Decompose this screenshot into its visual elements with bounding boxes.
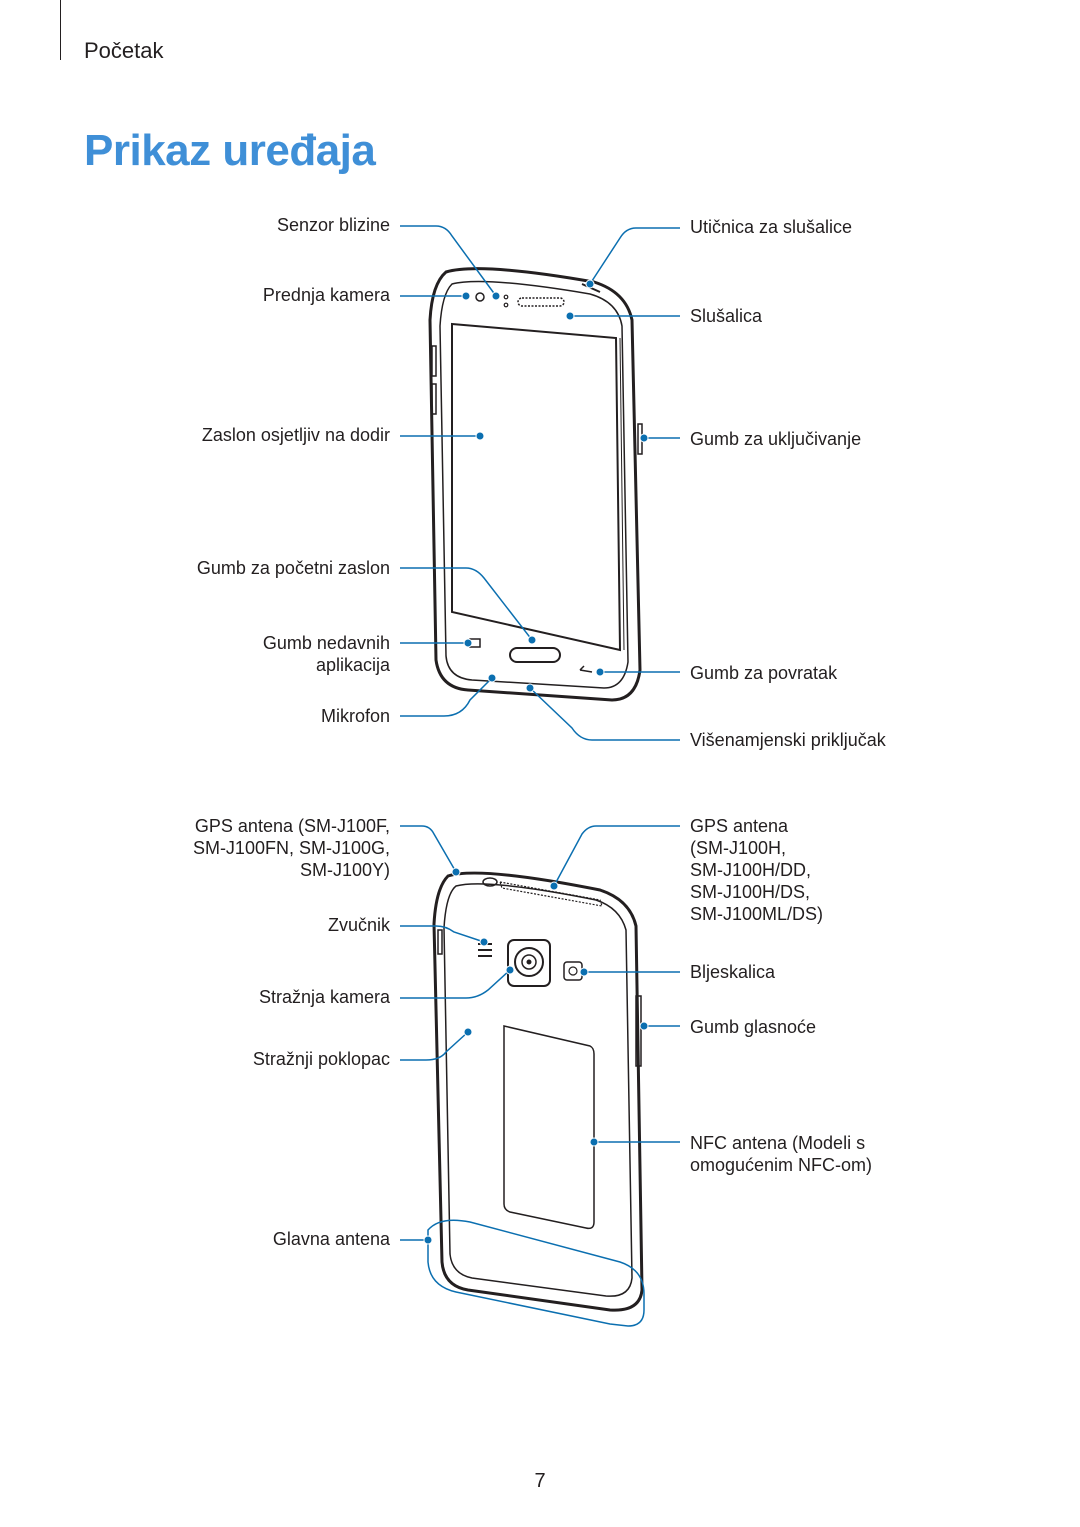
label-rear-camera: Stražnja kamera [258, 987, 390, 1007]
callout-dot [491, 291, 501, 301]
label-microphone: Mikrofon [320, 706, 390, 726]
label-gps-right-line4: SM-J100H/DS, [690, 882, 811, 902]
callout-dot [549, 881, 559, 891]
back-phone-illustration [432, 871, 644, 1312]
callout-dot [463, 638, 473, 648]
callout-dot [475, 431, 485, 441]
header-rule [60, 0, 61, 60]
callout-dot [463, 1027, 473, 1037]
front-callouts [400, 225, 680, 741]
label-nfc-line1: NFC antena (Modeli s [690, 1133, 866, 1153]
label-multipurpose-jack: Višenamjenski priključak [690, 730, 886, 750]
callout-dot [479, 937, 489, 947]
label-gps-right-line3: SM-J100H/DD, [690, 860, 812, 880]
label-main-antenna: Glavna antena [272, 1229, 390, 1249]
section-header: Početak [84, 38, 164, 63]
label-earpiece: Slušalica [690, 306, 763, 326]
label-volume-button: Gumb glasnoće [690, 1017, 817, 1037]
callout-dot [451, 867, 461, 877]
callout-dot [487, 673, 497, 683]
front-phone-illustration [428, 267, 643, 702]
page-number: 7 [534, 1470, 546, 1492]
callout-dot [639, 433, 649, 443]
label-gps-left-line2: SM-J100FN, SM-J100G, [192, 838, 390, 858]
callout-dot [595, 667, 605, 677]
label-proximity-sensor: Senzor blizine [276, 215, 390, 235]
label-power-button: Gumb za uključivanje [690, 429, 862, 449]
callout-dot [527, 635, 537, 645]
callout-dot [589, 1137, 599, 1147]
label-recent-apps-line1: Gumb nedavnih [262, 633, 390, 653]
callout-dot [423, 1235, 433, 1245]
label-gps-left-line3: SM-J100Y) [299, 860, 390, 880]
label-front-camera: Prednja kamera [262, 285, 390, 305]
callout-dot [461, 291, 471, 301]
label-recent-apps-line2: aplikacija [315, 655, 390, 675]
label-nfc-line2: omogućenim NFC-om) [690, 1155, 873, 1175]
callout-dot [579, 967, 589, 977]
label-speaker: Zvučnik [327, 915, 390, 935]
label-gps-right-line5: SM-J100ML/DS) [690, 904, 824, 924]
label-headset-jack: Utičnica za slušalice [690, 217, 853, 237]
back-callouts [400, 825, 680, 1327]
label-back-cover: Stražnji poklopac [252, 1049, 390, 1069]
label-gps-left-line1: GPS antena (SM-J100F, [194, 816, 390, 836]
label-touchscreen: Zaslon osjetljiv na dodir [201, 425, 390, 445]
callout-dot [525, 683, 535, 693]
front-callout-dots [461, 279, 649, 693]
callout-dot [505, 965, 515, 975]
label-gps-right-line1: GPS antena [690, 816, 789, 836]
page-title: Prikaz uređaja [84, 126, 376, 175]
callout-dot [585, 279, 595, 289]
label-gps-right-line2: (SM-J100H, [690, 838, 787, 858]
callout-dot [565, 311, 575, 321]
callout-dot [639, 1021, 649, 1031]
back-callout-dots [423, 867, 649, 1245]
label-flash: Bljeskalica [690, 962, 776, 982]
label-home-button: Gumb za početni zaslon [196, 558, 390, 578]
label-back-button: Gumb za povratak [690, 663, 838, 683]
